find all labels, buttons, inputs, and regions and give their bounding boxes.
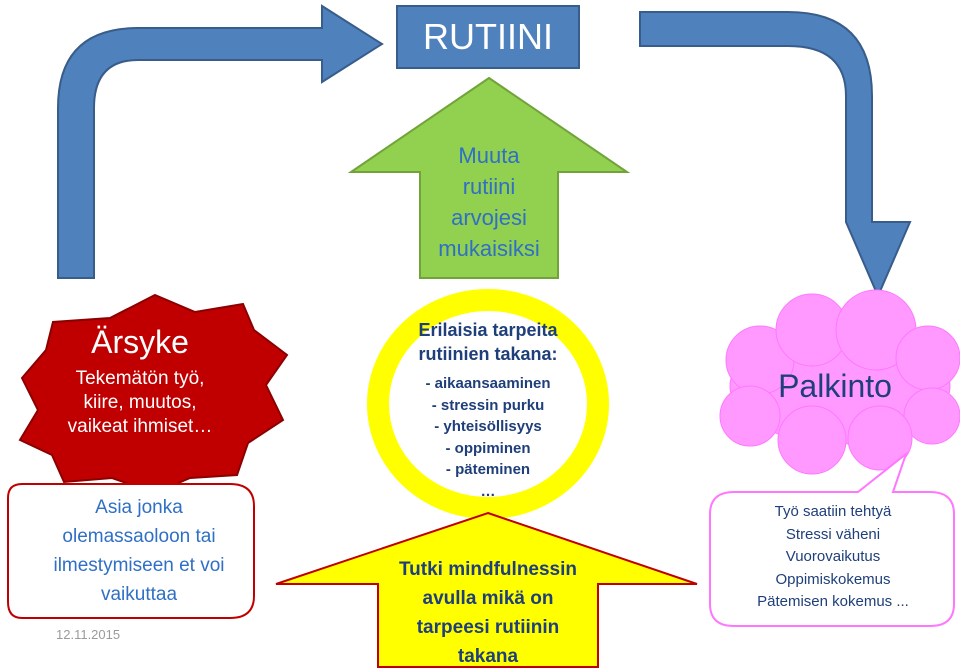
needs-title-line: rutiinien takana:: [418, 344, 558, 364]
left-box-line: ilmestymiseen et voi: [53, 555, 225, 576]
needs-list: - aikaansaaminen - stressin purku - yhte…: [390, 373, 586, 502]
green-arrow-line: Muuta: [458, 143, 520, 168]
reward-title: Palkinto: [778, 368, 892, 404]
needs-title-line: Erilaisia tarpeita: [418, 320, 558, 340]
yellow-arrow-line: Tutki mindfulnessin: [398, 559, 578, 580]
right-box-text: Työ saatiin tehtyä Stressi väheni Vuorov…: [716, 501, 950, 614]
right-box-line: Vuorovaikutus: [785, 548, 881, 565]
left-box-line: olemassaoloon tai: [62, 526, 216, 547]
trigger-line: Tekemätön työ,: [75, 368, 205, 389]
left-curved-arrow: [57, 4, 384, 279]
right-box-line: Työ saatiin tehtyä: [774, 503, 892, 520]
needs-item: - päteminen: [445, 461, 531, 478]
trigger-body: Tekemätön työ, kiire, muutos, vaikeat ih…: [40, 367, 240, 439]
left-box-line: vaikuttaa: [100, 584, 178, 605]
trigger-line: kiire, muutos,: [83, 392, 197, 413]
trigger-line: vaikeat ihmiset…: [67, 416, 213, 437]
right-box-line: Oppimiskokemus: [775, 570, 891, 588]
green-arrow-line: rutiini: [462, 174, 516, 199]
green-arrow-line: arvojesi: [451, 205, 527, 230]
trigger-title: Ärsyke: [91, 324, 189, 360]
right-box-line: Pätemisen kokemus ...: [757, 593, 909, 610]
needs-item: - aikaansaaminen: [425, 375, 551, 392]
needs-item: - stressin purku: [431, 396, 545, 414]
yellow-arrow-line: takana: [457, 646, 519, 667]
needs-item: - yhteisöllisyys: [434, 418, 542, 435]
date-label: 12.11.2015: [56, 627, 121, 642]
title-box: [396, 5, 580, 69]
page-title: RUTIINI: [423, 16, 553, 57]
reward-cloud: [719, 289, 960, 475]
yellow-arrow-line: tarpeesi rutiinin: [416, 617, 560, 638]
right-box-line: Stressi väheni: [785, 525, 881, 543]
yellow-up-arrow: [275, 511, 698, 668]
left-callout-box: [7, 483, 255, 619]
green-arrow-line: mukaisiksi: [438, 236, 540, 261]
yellow-arrow-line: avulla mikä on: [422, 588, 554, 609]
right-curved-arrow: [639, 11, 912, 299]
left-box-text: Asia jonka olemassaoloon tai ilmestymise…: [14, 493, 264, 609]
green-arrow-text: Muuta rutiini arvojesi mukaisiksi: [418, 140, 560, 264]
yellow-arrow-text: Tutki mindfulnessin avulla mikä on tarpe…: [380, 555, 596, 671]
left-box-line: Asia jonka: [95, 497, 183, 518]
needs-title: Erilaisia tarpeita rutiinien takana:: [390, 318, 586, 366]
right-callout-box: [709, 451, 955, 627]
needs-item: …: [480, 482, 496, 500]
green-up-arrow: [347, 76, 631, 279]
needs-ring: [367, 289, 609, 519]
needs-item: - oppiminen: [445, 439, 531, 457]
